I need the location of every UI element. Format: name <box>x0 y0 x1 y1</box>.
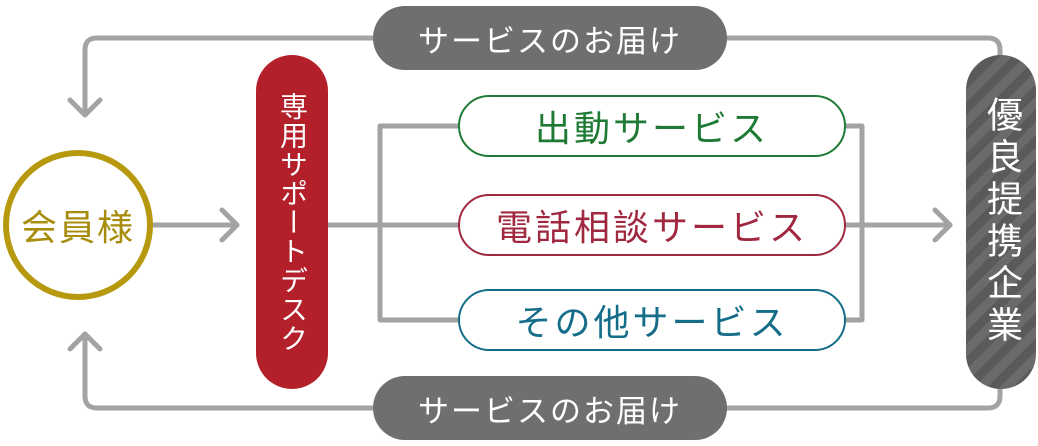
service-phone-consult: 電話相談サービス <box>458 194 846 256</box>
support-desk-label: 専用サポートデスク <box>276 91 309 353</box>
service-dispatch: 出動サービス <box>458 95 846 157</box>
top-arrowhead <box>67 97 103 118</box>
service-dispatch-label: 出動サービス <box>534 109 769 150</box>
partner-company-label: 優良提携企業 <box>981 96 1022 348</box>
bottom-arrowhead <box>67 331 103 352</box>
member-to-desk-arrowhead <box>219 207 240 243</box>
member-label: 会員様 <box>20 208 135 249</box>
services-to-partner-arrowhead <box>932 207 953 243</box>
top-delivery-text: サービスのお届け <box>418 23 682 60</box>
bottom-delivery-label: サービスのお届け <box>373 376 727 440</box>
service-other-label: その他サービス <box>515 303 789 344</box>
service-phone-consult-label: 電話相談サービス <box>495 208 808 249</box>
left-bracket <box>377 123 461 323</box>
partner-company-node: 優良提携企業 <box>966 55 1036 389</box>
bottom-delivery-text: サービスのお届け <box>418 393 682 430</box>
service-other: その他サービス <box>458 289 846 351</box>
support-desk-node: 専用サポートデスク <box>256 55 328 389</box>
top-delivery-label: サービスのお届け <box>373 6 727 70</box>
member-node: 会員様 <box>3 150 153 300</box>
